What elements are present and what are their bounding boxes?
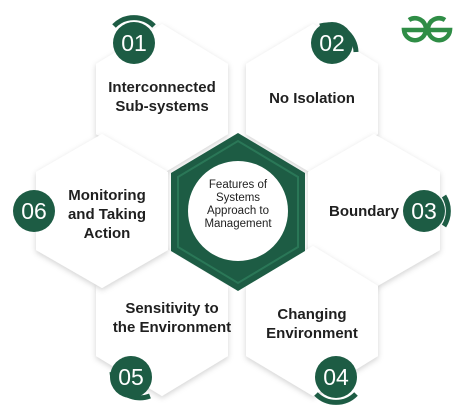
feature-label-05: Sensitivity to the Environment	[112, 300, 232, 336]
number-text-06: 06	[21, 198, 47, 224]
arc-accent-04	[314, 392, 358, 405]
arc-accent-03	[441, 194, 451, 228]
number-badge-05	[110, 356, 152, 398]
arc-accent-01	[112, 15, 156, 28]
feature-label-04: Changing Environment	[266, 306, 358, 342]
feature-label-06: Monitoring and Taking Action	[67, 186, 147, 242]
number-badge-02	[311, 22, 353, 64]
center-hexagon-inner	[177, 139, 299, 285]
number-text-05: 05	[118, 364, 144, 390]
number-text-04: 04	[323, 364, 349, 390]
number-text-03: 03	[411, 198, 437, 224]
hex-card-06	[36, 134, 168, 288]
number-badge-06	[13, 190, 55, 232]
number-badge-04	[315, 356, 357, 398]
number-text-02: 02	[319, 30, 345, 56]
center-circle	[188, 161, 288, 261]
hex-card-02	[246, 24, 378, 174]
number-badge-01	[113, 22, 155, 64]
brand-logo	[401, 16, 453, 43]
hex-card-03	[308, 134, 440, 288]
number-text-01: 01	[121, 30, 147, 56]
number-badge-03	[403, 190, 445, 232]
feature-label-02: No Isolation	[269, 89, 355, 107]
center-title: Features of Systems Approach to Manageme…	[204, 179, 272, 230]
feature-label-01: Interconnected Sub-systems	[108, 79, 216, 115]
feature-label-03: Boundary	[328, 202, 399, 220]
